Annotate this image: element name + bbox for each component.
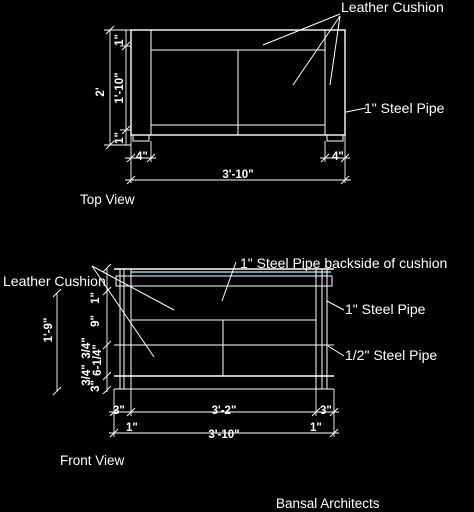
dim-right-end: 4": [332, 151, 344, 163]
tick: [102, 385, 112, 395]
tick: [102, 263, 112, 273]
leader-back-pipe: [221, 261, 237, 302]
top-cushion-label: Leather Cushion: [341, 0, 444, 15]
leader-steel-pipe: [326, 300, 345, 311]
tick: [102, 371, 112, 381]
leader-front-cushion-b: [91, 265, 155, 358]
tick: [102, 340, 112, 350]
front-left-leg: [119, 268, 132, 390]
tick: [320, 153, 330, 163]
leader-cushion-c: [329, 15, 341, 86]
dim-left-offset: 3": [113, 405, 125, 417]
dim-right-leg: 1": [310, 422, 322, 434]
front-steel-pipe-label: 1" Steel Pipe: [345, 301, 426, 317]
top-view-title: Top View: [80, 192, 135, 207]
front-back-pipe-label: 1" Steel Pipe backside of cushion: [240, 255, 447, 271]
tick: [121, 125, 131, 135]
tick: [102, 286, 112, 296]
tick: [52, 288, 62, 298]
front-seat-upper: [130, 285, 317, 321]
dim-inner-depth: 1'-10": [114, 72, 126, 103]
dim-middle: 3'-2": [212, 405, 237, 417]
tick: [109, 428, 119, 438]
leader-steel-pipe: [345, 107, 367, 113]
dim-seg-9: 9": [90, 315, 102, 327]
credit-label: Bansal Architects: [276, 496, 380, 511]
front-half-pipe-label: 1/2" Steel Pipe: [345, 347, 437, 363]
top-view-left-arm: [130, 29, 152, 136]
dim-left-end: 4": [136, 151, 148, 163]
dim-seg-6-1-4: 6-1/4": [92, 344, 104, 376]
tick: [340, 153, 350, 163]
dim-front-overall-width: 3'-10": [208, 429, 239, 441]
dim-top-rail: 1": [114, 34, 126, 46]
tick: [52, 386, 62, 396]
tick: [311, 407, 321, 417]
tick: [329, 407, 339, 417]
leader-half-pipe: [327, 345, 345, 357]
tick: [146, 153, 156, 163]
top-view-left-foot: [132, 134, 150, 142]
tick: [109, 407, 119, 417]
top-steel-pipe-label: 1" Steel Pipe: [364, 100, 445, 116]
tick: [126, 175, 136, 185]
dim-seg-3-4b: 3/4": [81, 364, 93, 385]
leader-front-cushion-a: [91, 265, 175, 311]
tick: [340, 175, 350, 185]
front-view-title: Front View: [60, 453, 125, 468]
dim-overall-height: 1'-9": [43, 318, 55, 343]
leader-cushion-a: [262, 13, 341, 46]
front-view: Leather Cushion 1" Steel Pipe backside o…: [3, 255, 447, 468]
top-view: Leather Cushion 1" Steel Pipe 2' 1" 1'-1…: [80, 0, 445, 207]
tick: [121, 41, 131, 51]
tick: [105, 140, 115, 150]
tick: [126, 407, 136, 417]
tick: [105, 25, 115, 35]
dim-bottom-rail: 1": [114, 132, 126, 144]
dim-seg-3-4a: 3/4": [81, 337, 93, 358]
tick: [329, 428, 339, 438]
top-view-right-foot: [326, 134, 344, 142]
dim-right-offset: 3": [320, 405, 332, 417]
dim-overall-width: 3'-10": [222, 169, 253, 181]
dim-overall-depth: 2': [95, 87, 107, 96]
front-cushion-label: Leather Cushion: [3, 273, 106, 289]
tick: [126, 153, 136, 163]
dim-top-pipe: 1": [90, 292, 102, 304]
dim-seg-3: 3": [90, 380, 102, 392]
top-view-right-arm: [324, 29, 346, 136]
leader-cushion-b: [292, 15, 341, 86]
front-back-cushion: [115, 275, 333, 287]
dim-left-leg: 1": [126, 422, 138, 434]
